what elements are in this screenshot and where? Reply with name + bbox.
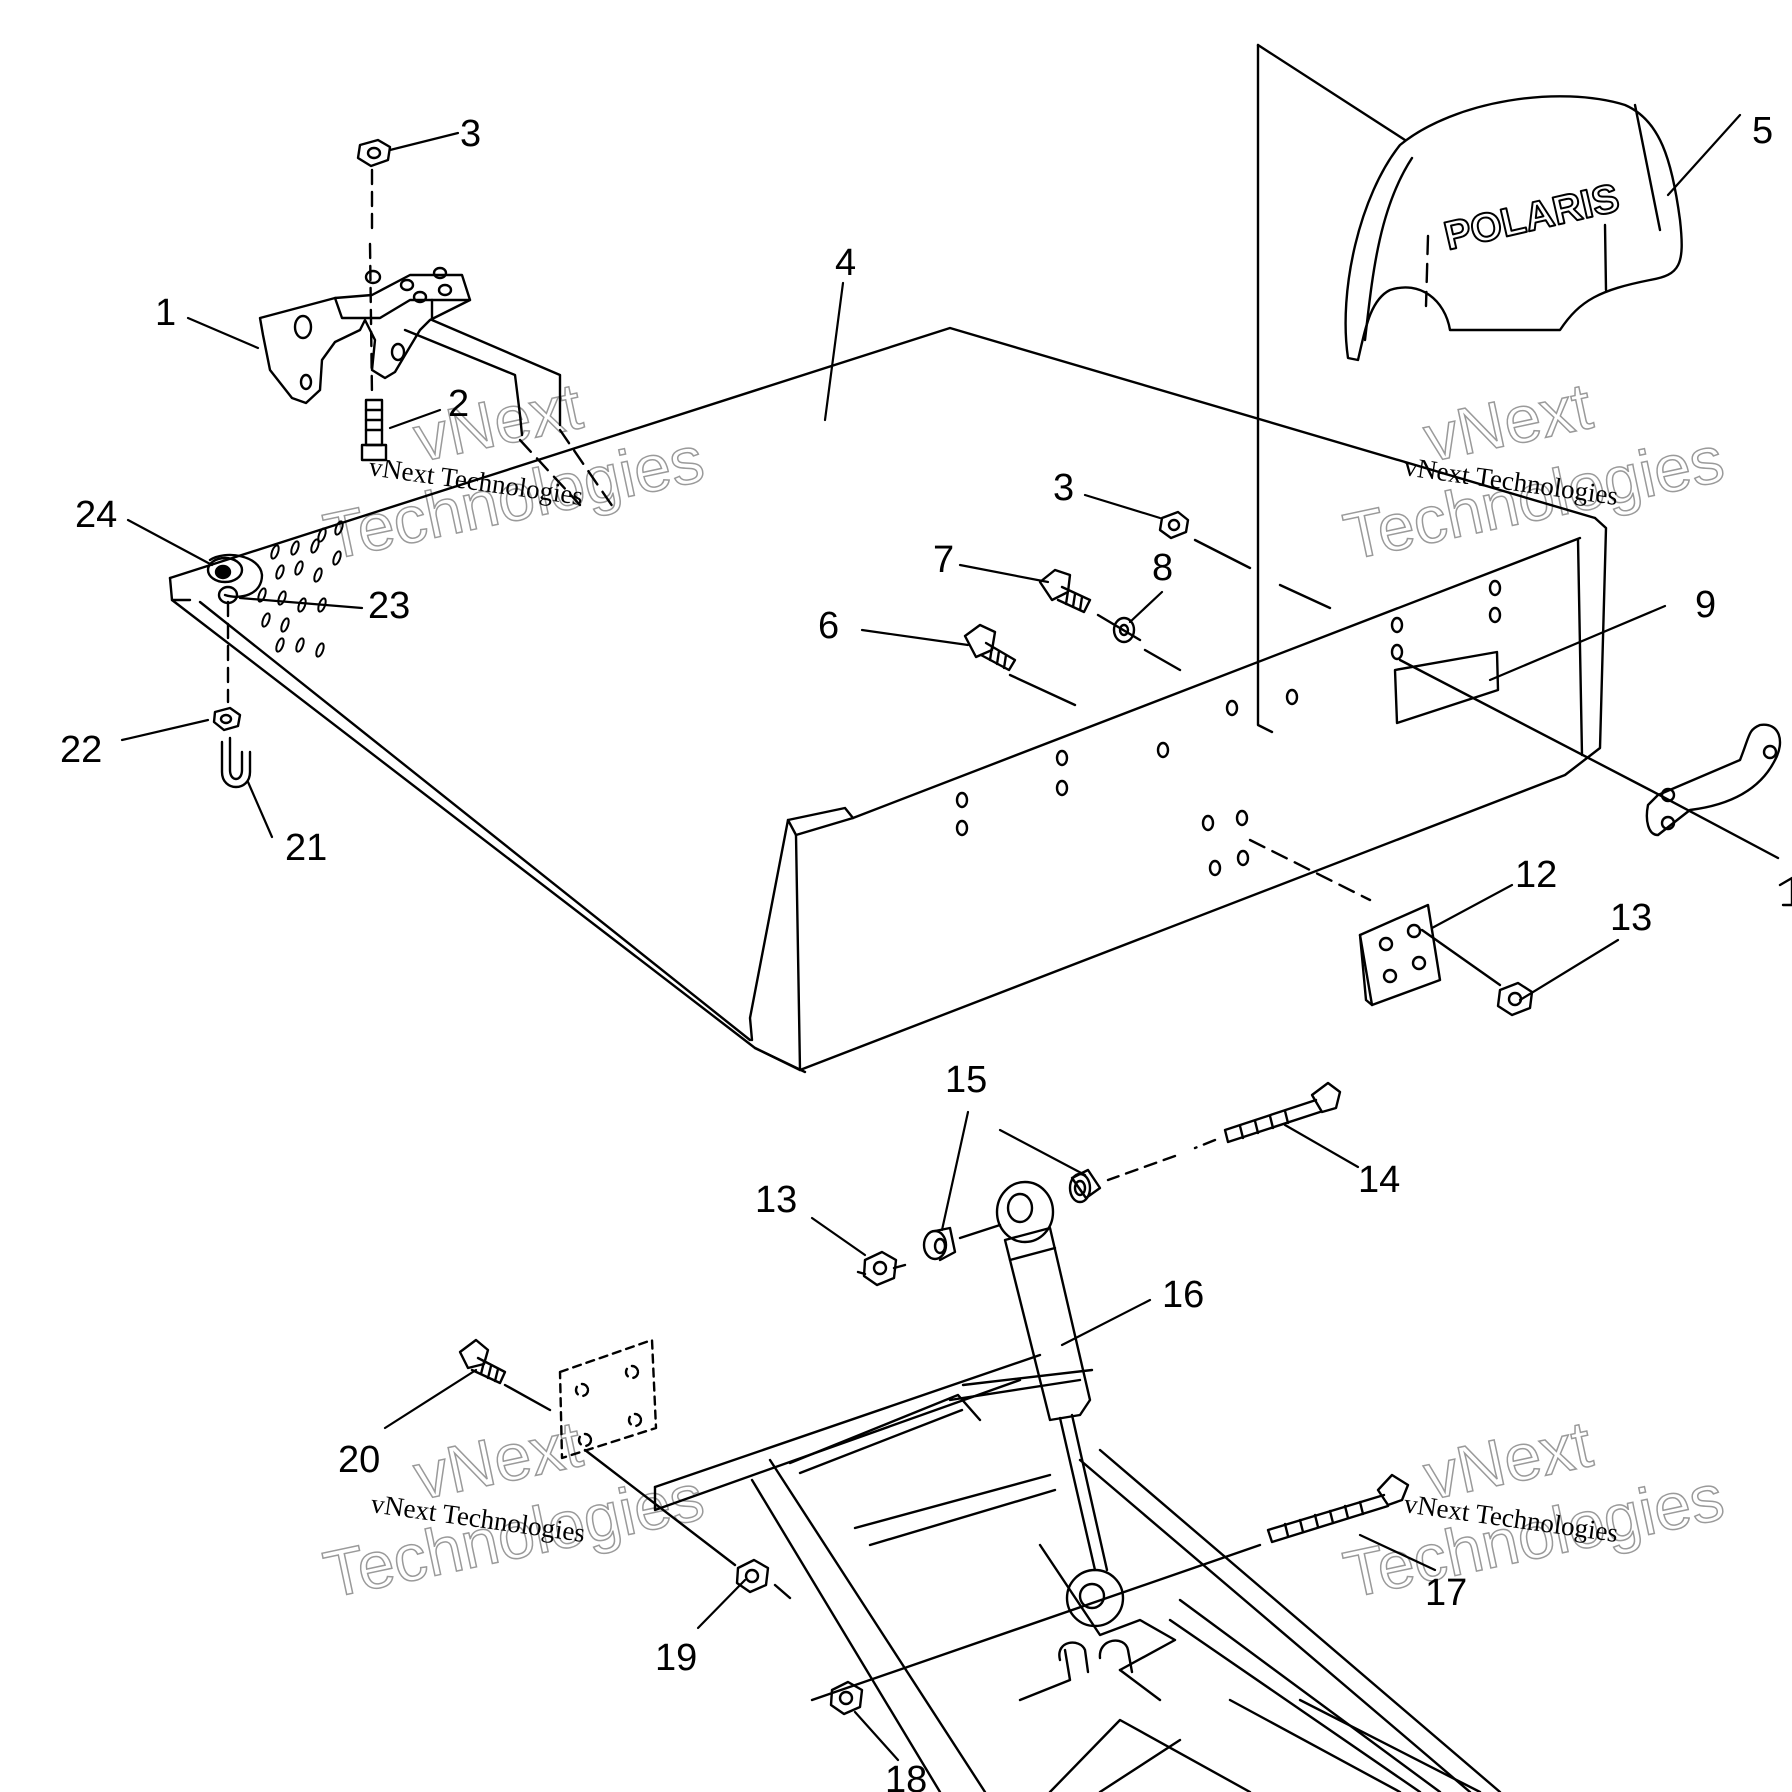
watermark-bottom-left: vNext Technologies vNext Technologies	[317, 1405, 711, 1612]
callout-4: 4	[835, 242, 856, 284]
mount-plate-12	[1358, 903, 1442, 1007]
callout-15: 15	[945, 1059, 987, 1101]
seat-pan	[168, 326, 1608, 1074]
watermark-bottom-right: vNext Technologies vNext Technologies	[1337, 1405, 1731, 1612]
callout-16: 16	[1162, 1274, 1204, 1316]
frame-bracket-plate	[558, 1338, 658, 1460]
bolt-6	[963, 623, 1017, 672]
nut-3-right	[1158, 510, 1190, 540]
callout-12: 12	[1515, 854, 1557, 896]
latch-hook	[1645, 723, 1792, 907]
callout-9: 9	[1695, 584, 1716, 626]
bolt-20	[458, 1338, 507, 1385]
callout-labels: 3 1 2 4 5 3 24 23 22 21 7 8 6 9 12 13 15…	[60, 110, 1773, 1792]
callout-leaders	[120, 113, 1742, 1762]
callout-2: 2	[448, 383, 469, 425]
callout-13-left: 13	[755, 1179, 797, 1221]
callout-21: 21	[285, 827, 327, 869]
callout-5: 5	[1752, 110, 1773, 152]
nut-18	[829, 1680, 864, 1716]
callout-7: 7	[933, 539, 954, 581]
callout-3-right: 3	[1053, 467, 1074, 509]
bolt-2	[360, 398, 388, 462]
bolt-17	[1266, 1473, 1410, 1544]
callout-8: 8	[1152, 547, 1173, 589]
callout-17: 17	[1425, 1572, 1467, 1614]
callout-1: 1	[155, 292, 176, 334]
nut-13-right	[1496, 981, 1534, 1017]
callout-19: 19	[655, 1637, 697, 1679]
svg-text:POLARIS: POLARIS	[1440, 176, 1623, 259]
pivot-24	[206, 553, 264, 704]
nut-19	[735, 1558, 770, 1594]
bolt-7	[1038, 568, 1092, 614]
label-plate	[1393, 650, 1500, 725]
callout-14: 14	[1358, 1159, 1400, 1201]
bolt-14	[1223, 1081, 1342, 1144]
callout-23: 23	[368, 585, 410, 627]
backrest-pad: POLARIS	[1344, 95, 1683, 362]
u-clip-21	[220, 736, 252, 789]
washer-8	[1112, 616, 1136, 644]
nut-3-top	[356, 138, 392, 168]
seat-frame	[653, 1353, 1502, 1792]
callout-3-top: 3	[460, 113, 481, 155]
callout-20: 20	[338, 1439, 380, 1481]
back-shield-plane	[1256, 43, 1407, 734]
watermark-top-right: vNext Technologies vNext Technologies	[1337, 367, 1731, 574]
callout-22: 22	[60, 729, 102, 771]
callout-13-right: 13	[1610, 897, 1652, 939]
spacer-15-left	[922, 1226, 957, 1262]
seat-bracket	[258, 266, 562, 437]
shock-absorber-16	[995, 1180, 1125, 1628]
callout-6: 6	[818, 605, 839, 647]
callout-24: 24	[75, 494, 117, 536]
callout-18: 18	[885, 1759, 927, 1792]
nut-13-left	[856, 1250, 907, 1287]
nut-22	[212, 706, 242, 732]
mounting-holes	[955, 579, 1502, 877]
